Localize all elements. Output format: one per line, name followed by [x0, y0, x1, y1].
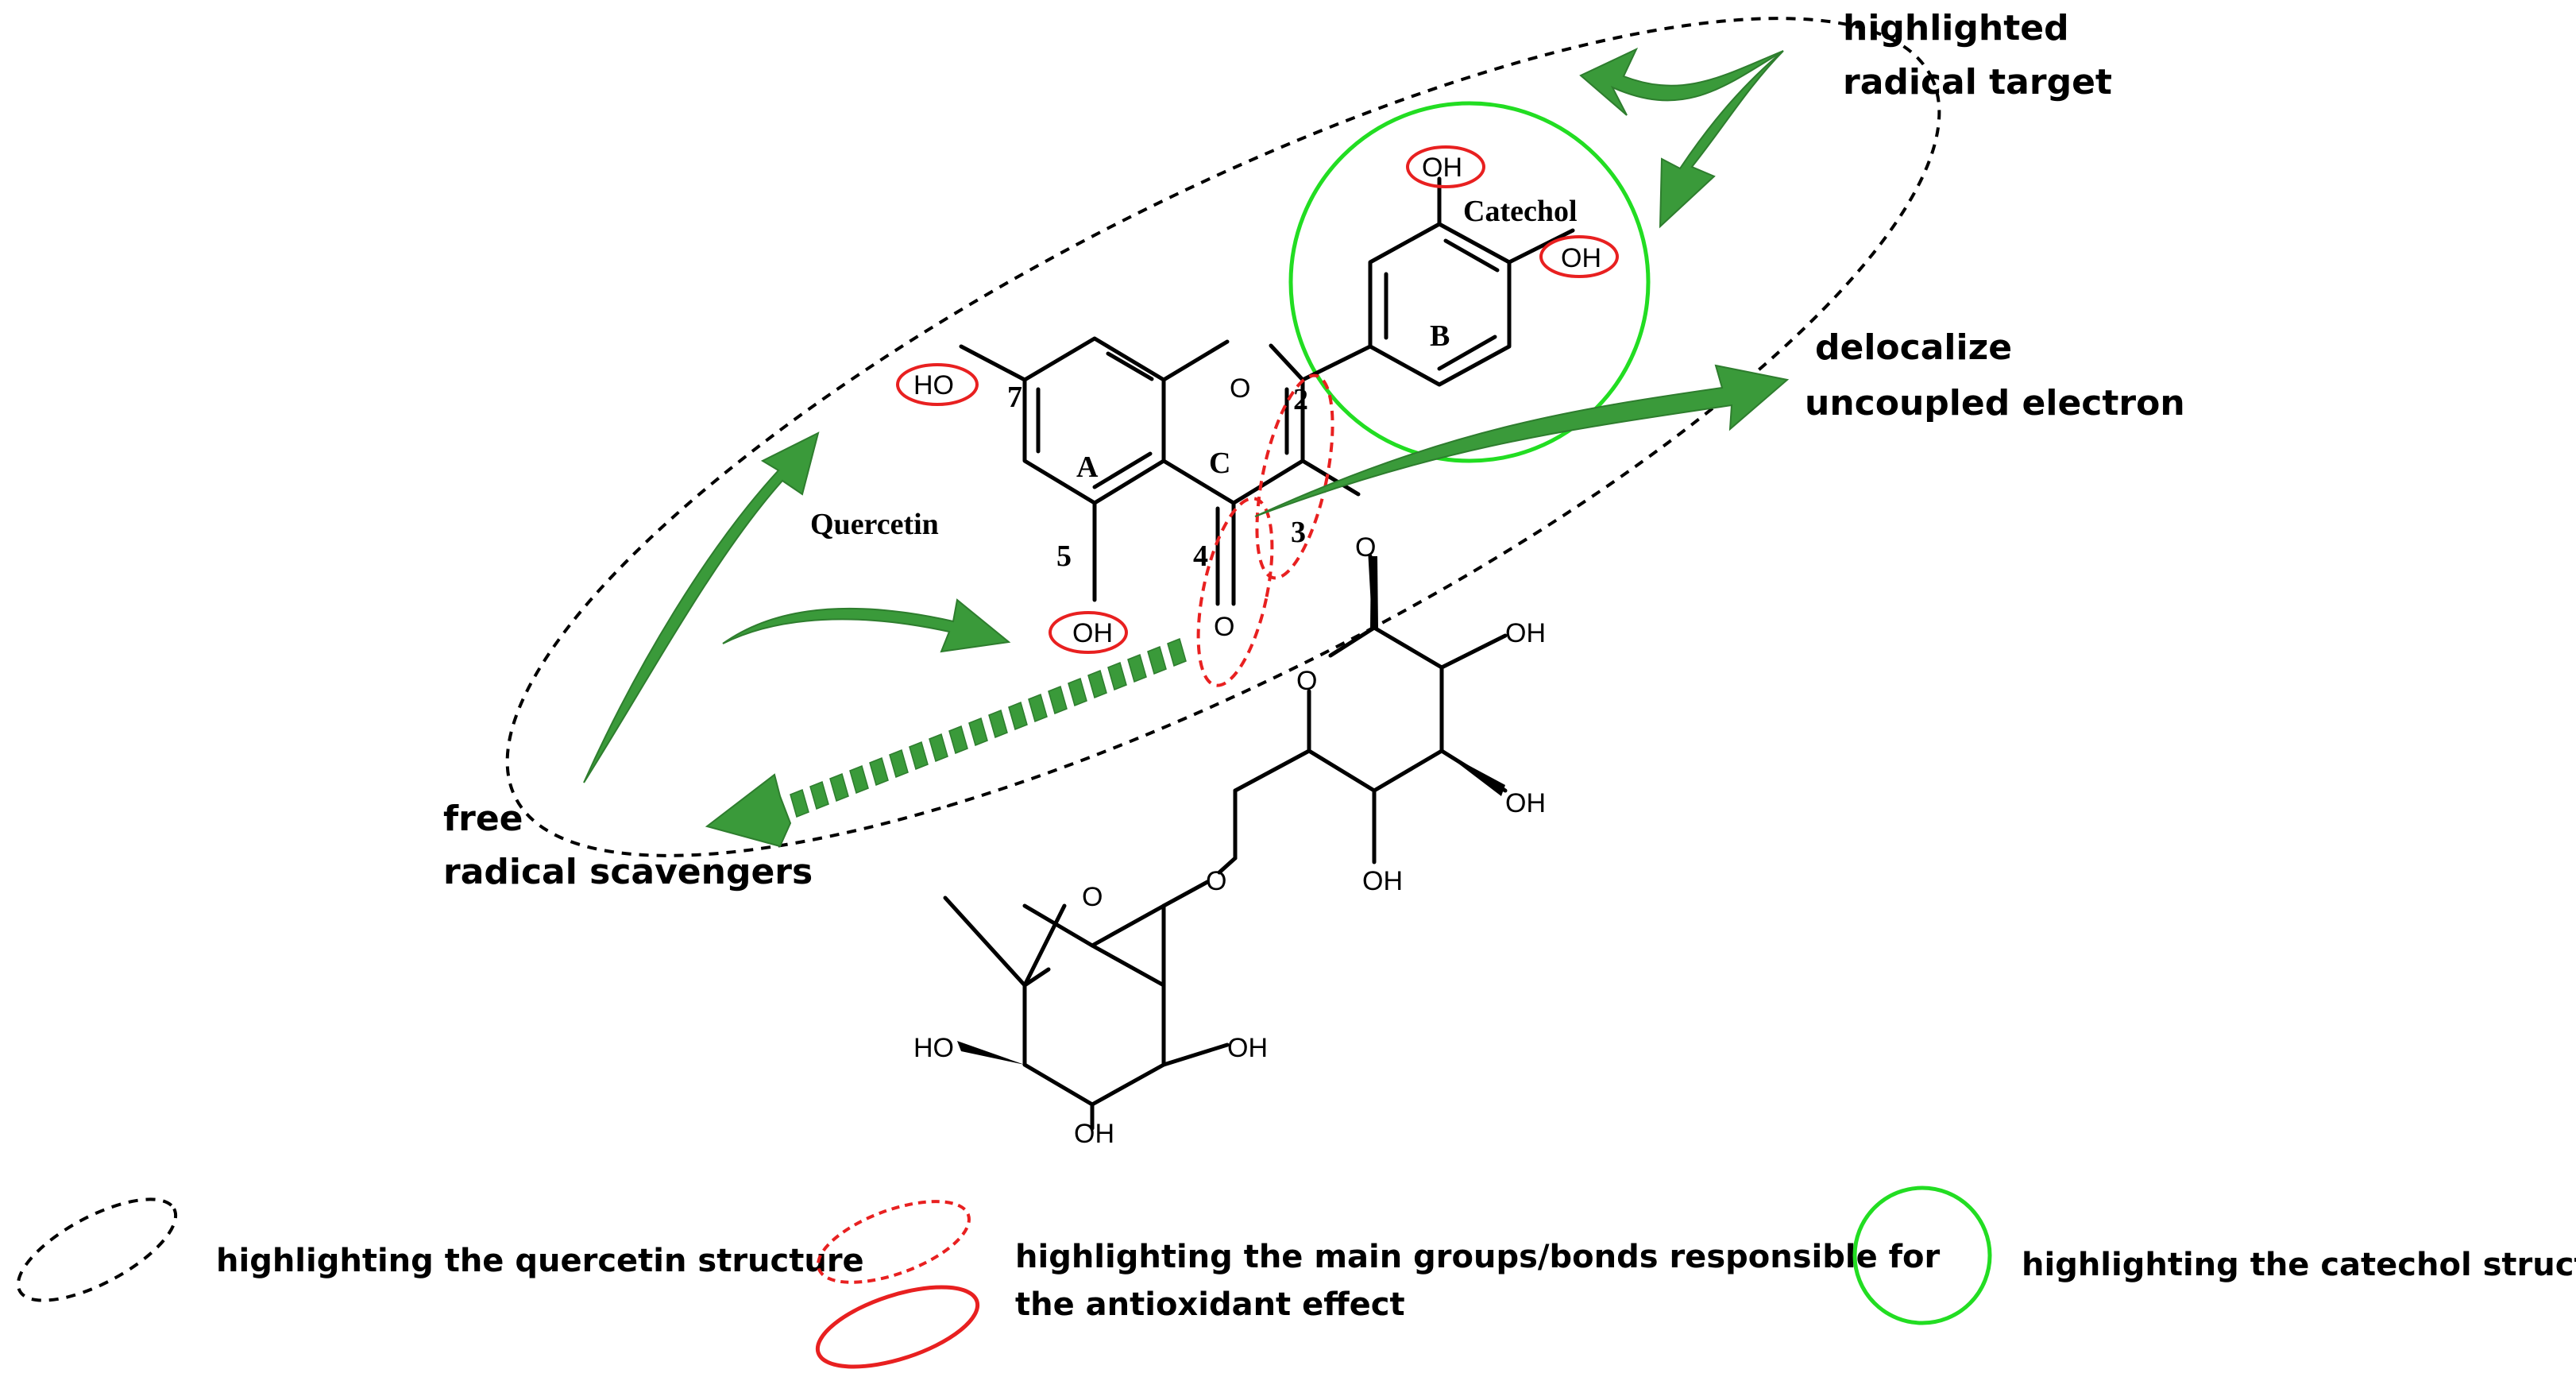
oh-highlights	[896, 145, 1619, 654]
position-2-label: 2	[1293, 383, 1308, 416]
oh-3prime-atom: OH	[1422, 153, 1462, 183]
ring-c-label: C	[1209, 447, 1230, 480]
legend: highlighting the quercetin structure hig…	[16, 1186, 2576, 1369]
delocalize-label: delocalize	[1815, 327, 2012, 368]
oh3prime-highlight	[1406, 145, 1485, 188]
rhamnose-oh-atom: OH	[1074, 1119, 1114, 1149]
ring-b-label: B	[1430, 319, 1450, 353]
target-arrow-left	[1579, 47, 1784, 116]
position-5-label: 5	[1056, 540, 1072, 573]
legend-catechol-swatch	[1852, 1186, 1992, 1325]
scavengers-label: radical scavengers	[443, 852, 813, 892]
carbonyl-oxygen-atom: O	[1214, 612, 1234, 642]
glucose-ring-oxygen-atom: O	[1296, 666, 1317, 696]
legend-catechol-text: highlighting the catechol structure	[2022, 1247, 2576, 1283]
legend-groups-text: the antioxidant effect	[1015, 1286, 1405, 1323]
position-3-label: 3	[1291, 516, 1306, 549]
ring-a-label: A	[1076, 451, 1099, 484]
scavenger-arrow-head	[705, 773, 792, 848]
bond-highlights	[1196, 373, 1334, 687]
ring-oxygen-atom: O	[1230, 373, 1250, 404]
glucose-oh-atom: OH	[1505, 618, 1546, 648]
oh4prime-highlight	[1539, 235, 1619, 278]
catechol-highlight-circle	[1288, 101, 1651, 463]
legend-quercetin-text: highlighting the quercetin structure	[216, 1243, 864, 1279]
legend-groups-text: highlighting the main groups/bonds respo…	[1015, 1239, 1941, 1275]
rhamnose-oh-atom: OH	[1227, 1033, 1268, 1063]
legend-quercetin-swatch	[16, 1197, 178, 1302]
scavengers-label: free	[443, 799, 523, 839]
legend-solid-red-swatch	[815, 1285, 980, 1369]
glycosidic-oxygen-atom: O	[1355, 532, 1376, 563]
rhamnose-oh-atom: HO	[913, 1033, 954, 1063]
arrows	[583, 47, 1790, 848]
scavenger-dashed-arrow-shaft	[790, 637, 1187, 818]
scavenger-arrow-right	[722, 598, 1011, 653]
target-arrow-down	[1659, 50, 1784, 229]
catechol-name-label: Catechol	[1463, 195, 1578, 228]
glucose-ring	[1217, 554, 1508, 875]
ring-c	[959, 339, 1361, 606]
oh5-highlight	[1049, 611, 1128, 654]
quercetin-name-label: Quercetin	[810, 508, 939, 541]
oh-4prime-atom: OH	[1561, 243, 1601, 273]
quercetin-highlight-ellipse	[505, 17, 1941, 857]
position-7-label: 7	[1007, 381, 1022, 414]
c2-c3-bond-highlight	[1255, 373, 1334, 580]
ho7-highlight	[896, 363, 979, 406]
c4-oxo-highlight	[1196, 497, 1274, 687]
highlighted-target-label: highlighted	[1843, 8, 2069, 48]
oh-5-atom: OH	[1072, 618, 1113, 648]
glucose-oh-atom: OH	[1362, 866, 1403, 896]
legend-dashed-red-swatch	[817, 1200, 971, 1284]
rhamnose-ring-oxygen-atom: O	[1082, 882, 1103, 912]
scavenger-arrow-up	[583, 431, 820, 783]
delocalize-arrow	[1254, 364, 1790, 517]
highlighted-target-label: radical target	[1843, 62, 2112, 103]
delocalize-label: uncoupled electron	[1805, 383, 2185, 424]
glucose-oh-atom: OH	[1505, 788, 1546, 818]
position-4-label: 4	[1193, 540, 1208, 573]
glucose-o6-atom: O	[1206, 866, 1226, 896]
ho-7-atom: HO	[913, 370, 954, 400]
rhamnose-ring	[943, 880, 1230, 1131]
